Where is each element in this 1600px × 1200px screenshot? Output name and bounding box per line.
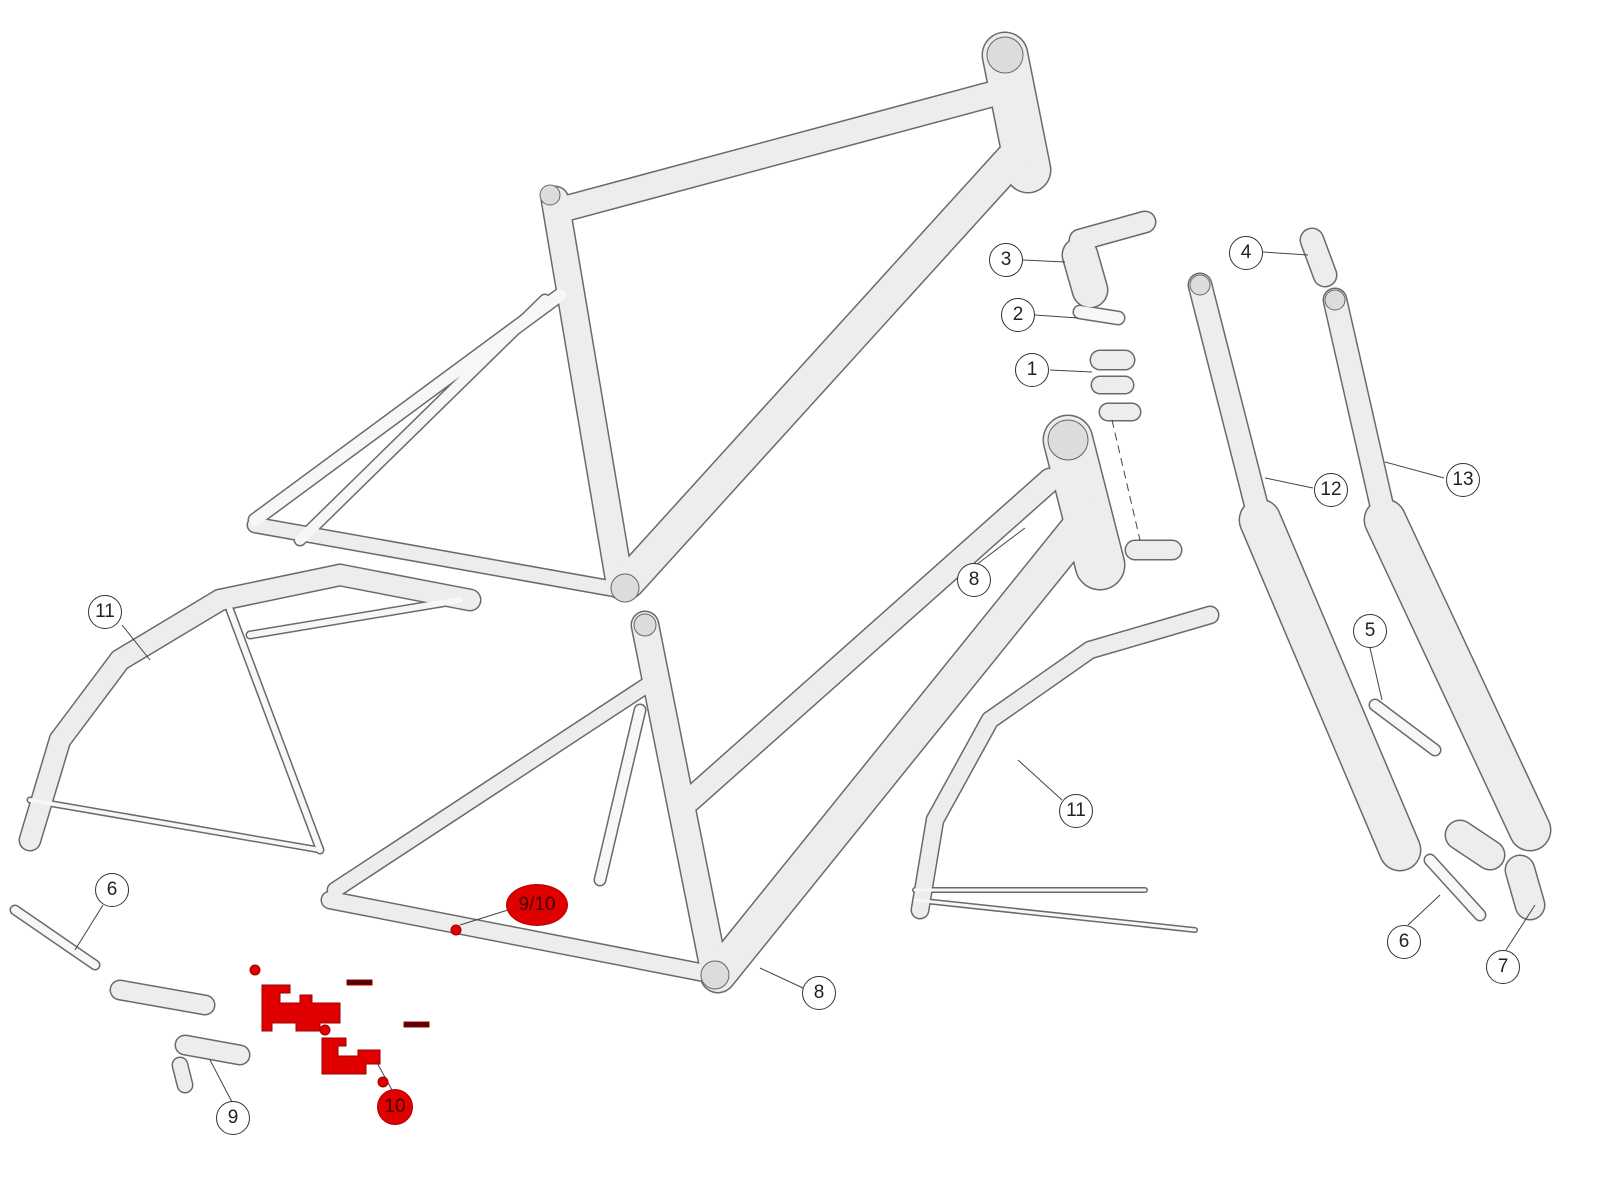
tube: [913, 898, 1197, 932]
tube: [1370, 700, 1440, 755]
callout-12: 12: [1314, 473, 1348, 507]
callout-13: 13: [1446, 463, 1480, 497]
tube: [927, 712, 998, 828]
tube: [612, 134, 1036, 598]
tube: [1240, 500, 1420, 870]
tube: [982, 642, 1098, 728]
tube: [1044, 416, 1124, 589]
tube: [1301, 229, 1336, 286]
tube: [1082, 607, 1218, 658]
tube: [322, 892, 723, 983]
tube: [1365, 500, 1550, 850]
tube: [1324, 289, 1396, 531]
tube: [1070, 212, 1155, 250]
callout-9-10: 9/10: [506, 884, 568, 926]
callout-7: 7: [1486, 950, 1520, 984]
callout-8: 8: [957, 563, 991, 597]
tube: [20, 730, 70, 850]
callout-8: 8: [802, 976, 836, 1010]
tube: [595, 705, 645, 885]
tube-opening: [1189, 274, 1211, 296]
tube: [28, 798, 322, 852]
tube: [227, 607, 323, 853]
callout-9: 9: [216, 1101, 250, 1135]
tube-opening: [1324, 289, 1346, 311]
red-parts: [249, 924, 462, 1088]
tube: [330, 565, 480, 610]
tube: [247, 597, 463, 638]
tube: [50, 650, 130, 750]
tube-opening: [610, 573, 640, 603]
callout-5: 5: [1353, 614, 1387, 648]
callout-6: 6: [1387, 925, 1421, 959]
tube: [110, 590, 230, 670]
tube: [1189, 274, 1271, 531]
tube: [1074, 306, 1124, 324]
callout-2: 2: [1001, 298, 1035, 332]
tube-opening: [539, 184, 561, 206]
tube: [1506, 856, 1544, 919]
tube: [210, 565, 350, 610]
tube-opening: [700, 960, 730, 990]
callout-6: 6: [95, 873, 129, 907]
callout-1: 1: [1015, 353, 1049, 387]
tube: [1063, 238, 1107, 307]
tube-opening: [633, 613, 657, 637]
tube: [295, 295, 550, 545]
tube: [1446, 821, 1504, 869]
tube: [176, 1036, 249, 1064]
callout-11: 11: [88, 595, 122, 629]
tube: [1425, 855, 1485, 920]
tube: [11, 906, 99, 969]
tube: [548, 80, 1012, 222]
tube-opening: [986, 36, 1024, 74]
tube: [679, 469, 1061, 811]
frame-tubes: [9, 31, 1552, 1094]
leader-lines: [74, 251, 1536, 1103]
tube: [173, 1058, 192, 1092]
tube: [328, 673, 662, 897]
callout-10: 10: [377, 1089, 413, 1125]
callout-11: 11: [1059, 794, 1093, 828]
callout-3: 3: [989, 243, 1023, 277]
callout-4: 4: [1229, 236, 1263, 270]
tube: [248, 518, 627, 597]
tube: [701, 503, 1102, 992]
tube: [111, 981, 214, 1014]
tube: [912, 812, 943, 918]
tube: [542, 187, 633, 598]
tube-opening: [1047, 419, 1089, 461]
